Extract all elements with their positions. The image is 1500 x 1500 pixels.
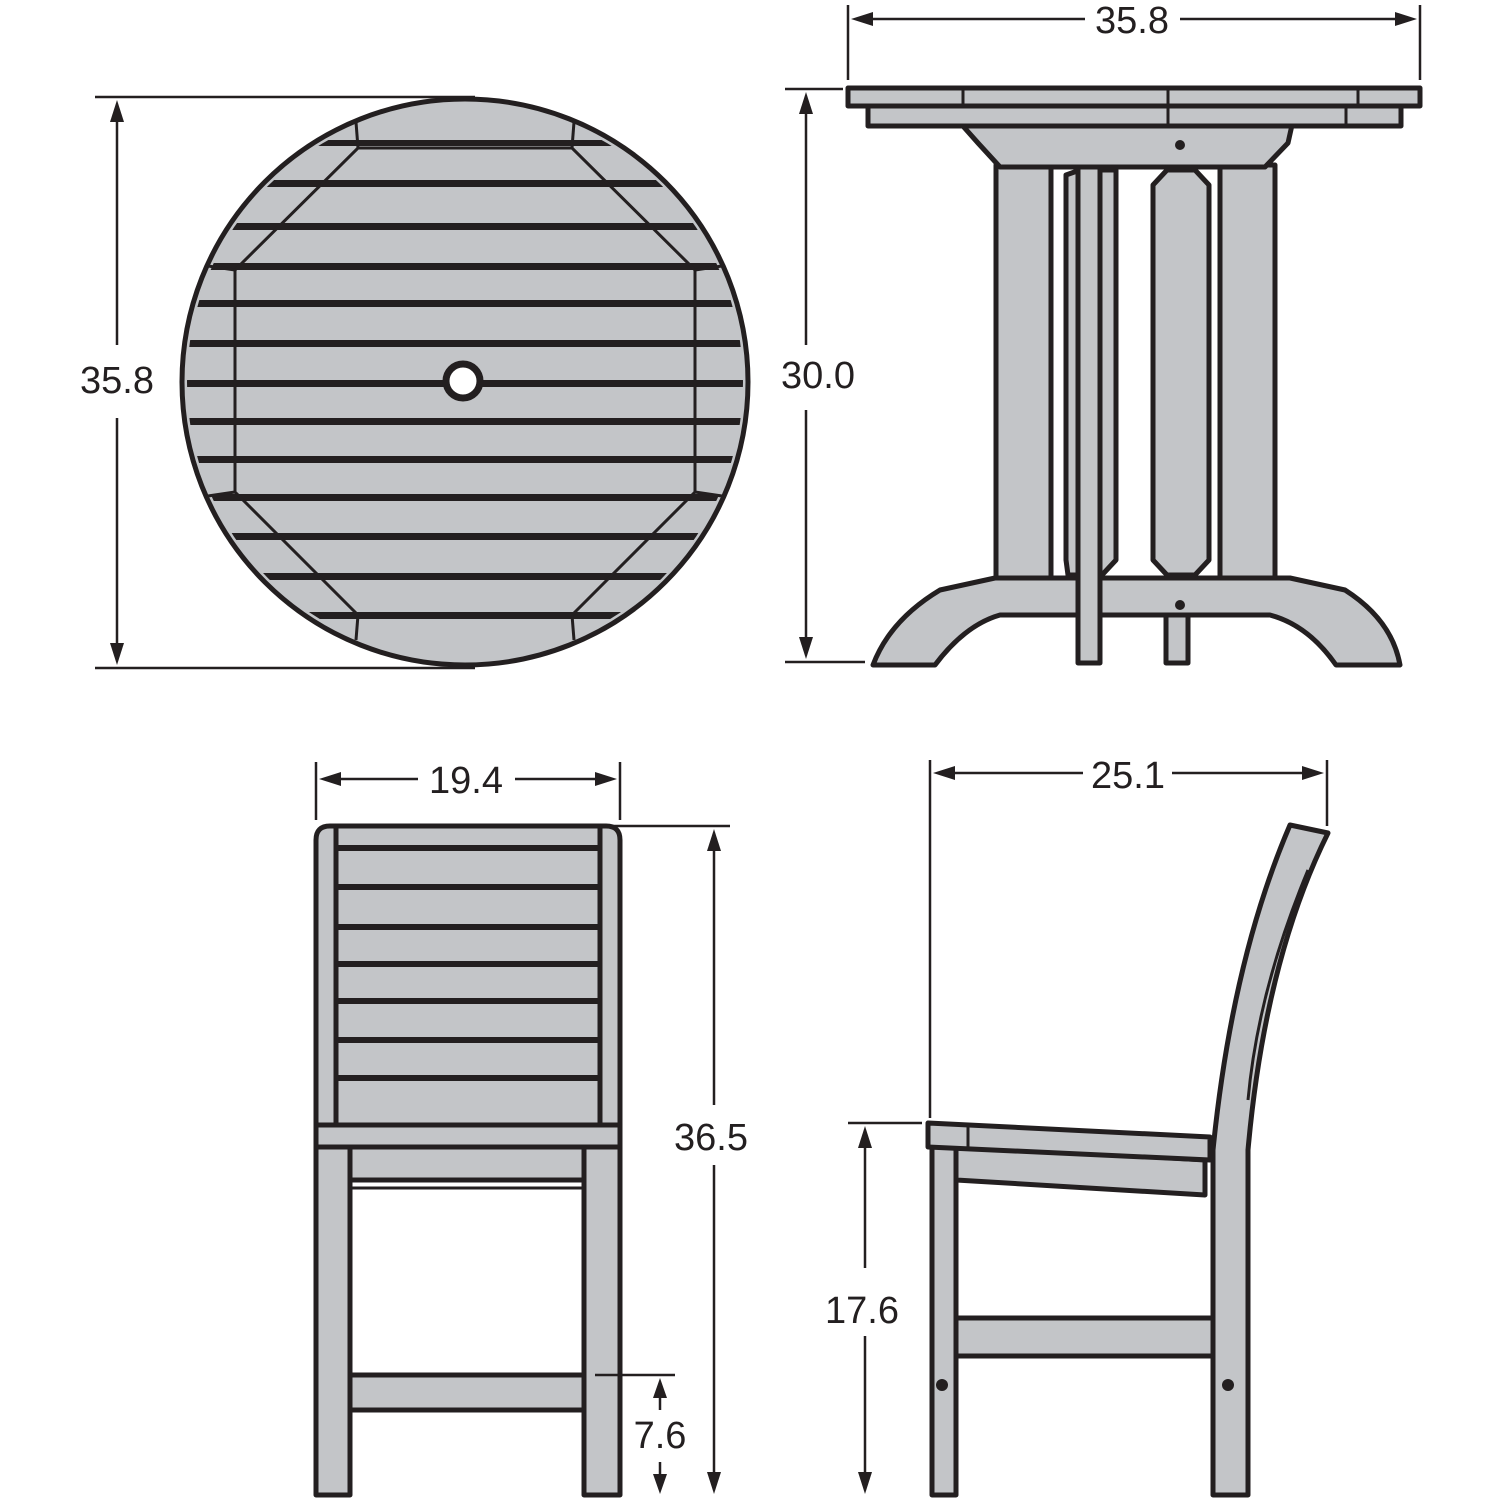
chair-back-bolt (1222, 1379, 1234, 1391)
chair-front-left-leg (313, 1142, 353, 1498)
chair-front-right-leg (581, 1142, 623, 1498)
table-center-panel-right (1150, 167, 1212, 578)
chair-width-dimension (314, 762, 622, 820)
chair-back-slat-gaps (338, 845, 598, 1081)
table-apron (959, 122, 1295, 170)
seat-height-dimension (848, 1121, 922, 1494)
stretcher-height-dimension (595, 1373, 675, 1494)
table-depth-label: 35.8 (80, 360, 154, 402)
chair-height-dimension (612, 824, 730, 1494)
table-top-slat-joints (961, 88, 1360, 126)
umbrella-hole (442, 360, 484, 402)
chair-front-bolt (936, 1379, 948, 1391)
chair-seat-front (313, 1122, 623, 1150)
table-width-label: 35.8 (1095, 0, 1169, 42)
table-top-border-joints (207, 121, 723, 641)
chair-side-front-leg (929, 1142, 959, 1498)
table-bolt-top (1175, 140, 1185, 150)
chair-seat-apron (347, 1142, 587, 1183)
table-depth-dimension (95, 95, 475, 670)
chair-back-leg (1210, 822, 1331, 1498)
chair-side-view (925, 822, 1331, 1498)
table-pole-foot (1163, 612, 1191, 666)
chair-side-seat (925, 1120, 1213, 1163)
table-height-dimension (785, 87, 865, 664)
seat-height-label: 17.6 (825, 1290, 899, 1332)
table-right-post (1217, 162, 1278, 581)
table-base-foot (870, 575, 1403, 668)
chair-depth-dimension (928, 760, 1329, 1118)
table-height-label: 30.0 (781, 355, 855, 397)
table-front-view (845, 85, 1423, 668)
chair-front-stretcher (347, 1372, 587, 1413)
stretcher-height-label: 7.6 (634, 1415, 687, 1457)
table-bolt-bottom (1175, 600, 1185, 610)
table-top-edge (845, 85, 1423, 109)
chair-back-slat-edge (1246, 869, 1310, 1101)
chair-front-view (313, 823, 623, 1498)
chair-depth-label: 25.1 (1091, 755, 1165, 797)
chair-width-label: 19.4 (429, 760, 503, 802)
table-left-post (993, 162, 1054, 581)
chair-side-stretcher (953, 1315, 1216, 1359)
table-width-dimension (846, 5, 1422, 80)
table-top-view (179, 96, 751, 668)
table-center-pole (1075, 122, 1103, 666)
chair-height-label: 36.5 (674, 1117, 748, 1159)
